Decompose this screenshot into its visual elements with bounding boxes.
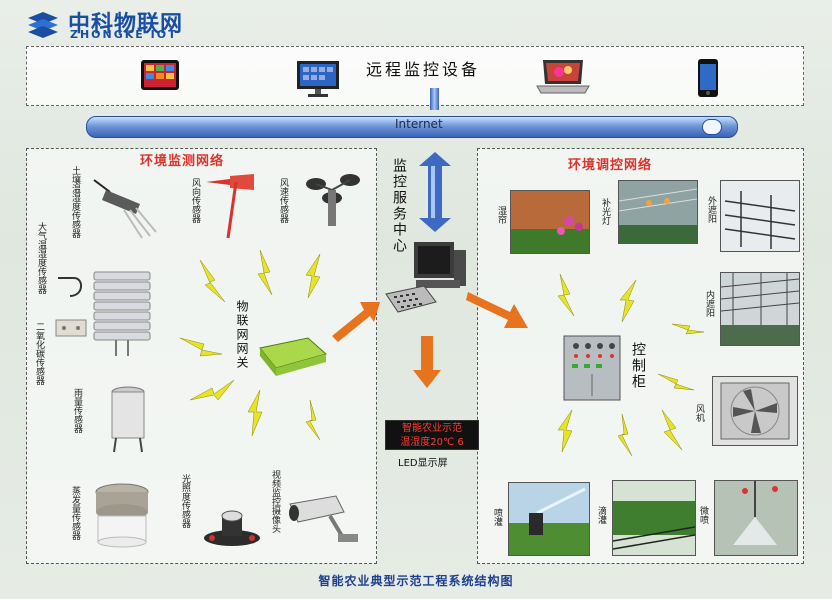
photo-grow-light: [618, 180, 698, 244]
led-display: 智能农业示范 温湿度20℃ 6: [385, 420, 479, 450]
lightning-icon: [305, 399, 321, 441]
photo-drip-irrigation: [612, 480, 696, 556]
wind-vane-icon: [206, 174, 254, 239]
smartphone-icon: [698, 59, 718, 97]
uplink-pipe: [430, 88, 439, 110]
tablet-icon: [141, 60, 179, 90]
photo-external-shade: [720, 180, 800, 252]
desktop-monitor-icon: [297, 61, 339, 97]
label-light-sensor: 光照度传感器: [180, 474, 190, 528]
label-evaporation-sensor: 蒸发量传感器: [70, 486, 80, 540]
rain-gauge-icon: [111, 386, 145, 453]
photo-internal-shade: [720, 272, 800, 346]
photo-sprinkler-irrigation: [508, 482, 590, 556]
control-network-title: 环境调控网络: [568, 158, 653, 173]
monitoring-center-label: 监控服务中心: [391, 158, 407, 254]
monitoring-network-title: 环境监测网络: [140, 154, 225, 169]
label-video-camera: 视频监控摄像头: [270, 470, 280, 533]
anemometer-icon: [306, 174, 360, 226]
wireless-signal-group-right: [557, 273, 705, 457]
wireless-signal-group-left: [179, 249, 321, 441]
logo-icon: [28, 12, 58, 38]
iot-gateway-icon: [259, 337, 328, 376]
label-exhaust-fan: 风机: [694, 404, 704, 422]
server-link-pipe: [419, 152, 451, 232]
label-control-cabinet: 控制柜: [630, 342, 646, 390]
label-iot-gateway: 物联网网关: [235, 300, 249, 370]
label-wind-direction: 风向传感器: [190, 178, 200, 223]
lightning-icon: [257, 249, 273, 296]
logo-text-en: ZHONGKE IOT: [70, 28, 178, 41]
label-air-temp-humidity: 大气温湿度传感器: [36, 222, 46, 294]
label-drip-irrigation: 滴灌: [596, 506, 606, 524]
lightning-icon: [661, 409, 683, 451]
internet-backbone: [86, 116, 738, 138]
label-grow-light: 补光灯: [600, 198, 610, 225]
light-sensor-icon: [204, 510, 260, 546]
photo-micro-spray: [714, 480, 798, 556]
laptop-icon: [536, 60, 590, 94]
label-internal-shade: 内遮阳: [704, 290, 714, 317]
lightning-icon: [199, 259, 226, 303]
radiation-shield-icon: [93, 271, 151, 356]
lightning-icon: [189, 379, 235, 401]
label-sprinkler-irrigation: 喷灌: [492, 508, 502, 526]
co2-sensor-icon: [55, 319, 87, 337]
led-line-1: 智能农业示范: [402, 423, 462, 434]
label-wind-speed: 风速传感器: [278, 178, 288, 223]
arrow-server-to-controller: [466, 292, 528, 328]
internet-label: Internet: [395, 117, 443, 131]
lightning-icon: [619, 279, 637, 323]
led-line-2: 温湿度20℃ 6: [400, 437, 464, 448]
photo-wet-curtain: [510, 190, 590, 254]
label-co2-sensor: 二氧化碳传感器: [34, 322, 44, 385]
label-soil-sensor: 土壤温湿度传感器: [70, 166, 80, 238]
remote-devices-title: 远程监控设备: [366, 60, 481, 79]
lightning-icon: [247, 389, 263, 437]
led-caption: LED显示屏: [398, 458, 448, 469]
label-wet-curtain: 湿帘: [496, 206, 506, 224]
internet-endcap: [702, 119, 722, 135]
lightning-icon: [305, 253, 321, 299]
air-probe-icon: [58, 277, 82, 297]
arrow-server-to-led: [413, 336, 441, 388]
lightning-icon: [671, 323, 705, 335]
photo-exhaust-fan: [712, 376, 798, 446]
label-external-shade: 外遮阳: [706, 196, 716, 223]
control-cabinet-icon: [563, 335, 621, 401]
diagram-title: 智能农业典型示范工程系统结构图: [318, 574, 514, 588]
lightning-icon: [557, 409, 573, 453]
security-camera-icon: [289, 495, 358, 542]
lightning-icon: [557, 273, 575, 317]
lightning-icon: [617, 413, 633, 457]
lightning-icon: [179, 337, 223, 357]
label-rain-gauge: 雨量传感器: [72, 388, 82, 433]
soil-sensor-icon: [93, 179, 157, 239]
lightning-icon: [657, 373, 695, 391]
label-micro-spray: 微喷: [698, 506, 708, 524]
logo-text-cn: 中科物联网: [68, 12, 184, 37]
arrow-gateway-to-server: [332, 302, 380, 342]
server-computer-icon: [385, 242, 466, 313]
evaporation-pan-icon: [95, 483, 149, 548]
